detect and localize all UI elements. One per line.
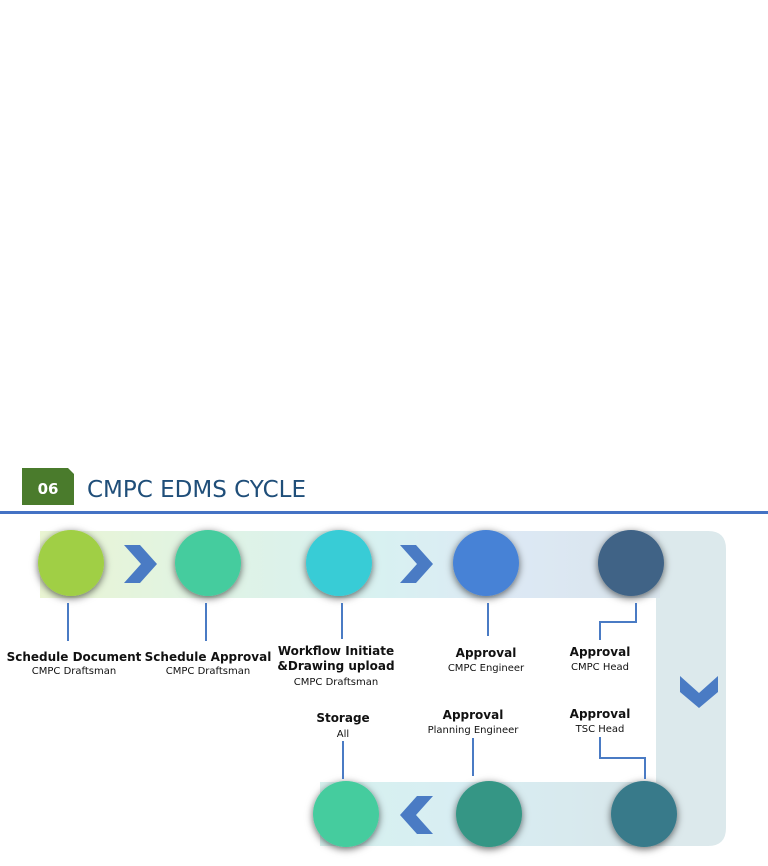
step-role: All [337, 729, 349, 740]
page-title: CMPC EDMS CYCLE [87, 477, 306, 503]
chevron-left-icon [400, 796, 433, 834]
step-node-approval-cmpc-head [598, 530, 664, 596]
step-node-storage [313, 781, 379, 847]
step-title: Approval [570, 645, 631, 659]
connector-lines [67, 603, 646, 779]
section-number: 06 [38, 480, 59, 498]
step-node-approval-tsc-head [611, 781, 677, 847]
step-role: Planning Engineer [428, 725, 520, 736]
step-title: Storage [316, 711, 369, 725]
step-node-approval-engineer [453, 530, 519, 596]
step-role: TSC Head [575, 724, 625, 735]
step-title: Schedule Document [7, 650, 142, 664]
step-role: CMPC Engineer [448, 663, 525, 674]
step-node-schedule-document [38, 530, 104, 596]
section-badge [22, 468, 74, 505]
step-role: CMPC Draftsman [166, 666, 250, 677]
chevron-right-icon [124, 545, 157, 583]
step-node-approval-planning [456, 781, 522, 847]
step-node-schedule-approval [175, 530, 241, 596]
header-rule [0, 511, 768, 514]
step-title: Schedule Approval [145, 650, 272, 664]
step-role: CMPC Head [571, 662, 629, 673]
chevron-right-icon [400, 545, 433, 583]
step-title: Approval [570, 707, 631, 721]
step-title: Approval [456, 646, 517, 660]
step-node-workflow-initiate [306, 530, 372, 596]
step-role: CMPC Draftsman [294, 677, 378, 688]
step-title: Workflow Initiate [278, 644, 394, 658]
step-title-line2: &Drawing upload [277, 659, 394, 673]
step-title: Approval [443, 708, 504, 722]
step-role: CMPC Draftsman [32, 666, 116, 677]
chevron-down-icon [680, 676, 718, 708]
